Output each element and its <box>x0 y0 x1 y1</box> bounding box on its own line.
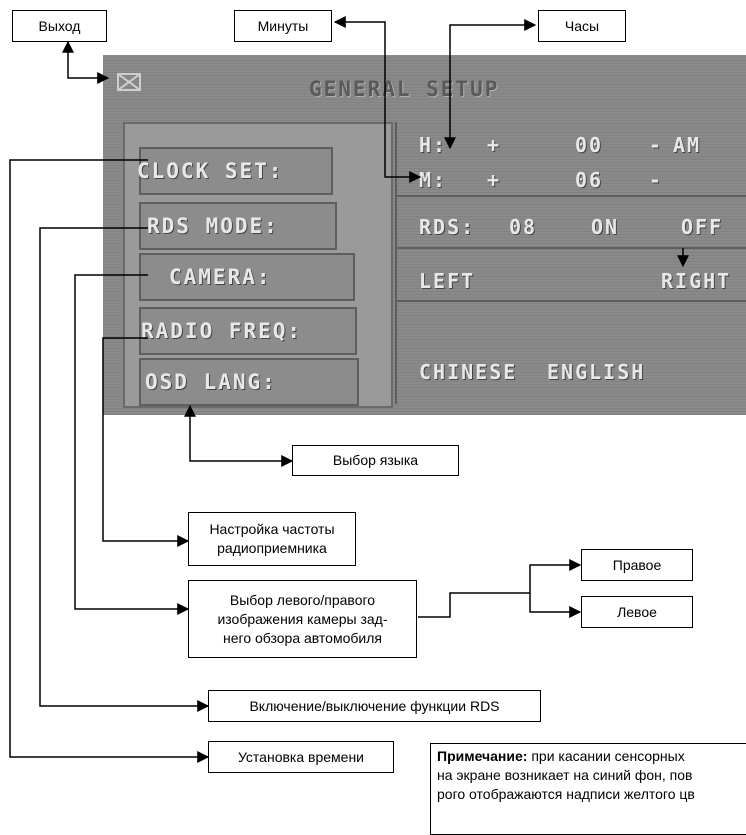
rds-off-button[interactable]: OFF <box>681 215 724 239</box>
rds-on-button[interactable]: ON <box>591 215 620 239</box>
clock-set-button[interactable]: CLOCK SET: <box>137 147 333 195</box>
note-label: Примечание: <box>437 748 528 764</box>
note-box: Примечание: при касании сенсорных на экр… <box>430 743 746 835</box>
callout-right: Правое <box>581 549 693 581</box>
close-icon[interactable] <box>117 73 141 91</box>
lang-english-button[interactable]: ENGLISH <box>547 360 646 384</box>
callout-radio-freq: Настройка частоты радиоприемника <box>188 512 356 566</box>
hour-label: H: <box>419 133 448 157</box>
minute-value: 06 <box>575 168 604 192</box>
camera-button[interactable]: CAMERA: <box>139 253 355 301</box>
divider <box>395 247 746 249</box>
minute-minus-button[interactable]: - <box>649 168 664 192</box>
camera-left-button[interactable]: LEFT <box>419 269 476 293</box>
camera-label: CAMERA: <box>169 265 272 289</box>
rds-mode-label: RDS MODE: <box>147 214 279 238</box>
divider <box>395 195 746 197</box>
note-line2: на экране возникает на синий фон, пов <box>437 767 693 783</box>
clock-set-label: CLOCK SET: <box>137 159 284 183</box>
callout-hours: Часы <box>538 10 626 42</box>
note-line1: при касании сенсорных <box>527 748 685 764</box>
radio-freq-label: RADIO FREQ: <box>141 319 303 343</box>
callout-time: Установка времени <box>208 741 394 773</box>
osd-lang-button[interactable]: OSD LANG: <box>139 358 359 406</box>
callout-camera: Выбор левого/правого изображения камеры … <box>188 580 417 658</box>
minute-plus-button[interactable]: + <box>487 168 502 192</box>
am-pm-toggle[interactable]: AM <box>673 133 702 157</box>
radio-freq-button[interactable]: RADIO FREQ: <box>139 307 357 355</box>
minute-label: M: <box>419 168 448 192</box>
settings-panel <box>395 122 746 404</box>
rds-mode-button[interactable]: RDS MODE: <box>139 202 337 250</box>
divider <box>395 300 746 302</box>
camera-right-button[interactable]: RIGHT <box>661 269 732 293</box>
hour-value: 00 <box>575 133 604 157</box>
callout-exit: Выход <box>12 10 107 42</box>
callout-minutes: Минуты <box>234 10 332 42</box>
hour-minus-button[interactable]: - <box>649 133 664 157</box>
osd-screen: GENERAL SETUP CLOCK SET: RDS MODE: CAMER… <box>103 55 746 415</box>
rds-label: RDS: <box>419 215 476 239</box>
note-line3: рого отображаются надписи желтого цв <box>437 786 695 802</box>
callout-language: Выбор языка <box>292 445 459 476</box>
callout-rds: Включение/выключение функции RDS <box>208 690 541 722</box>
osd-lang-label: OSD LANG: <box>145 370 277 394</box>
rds-value: 08 <box>509 215 538 239</box>
lang-chinese-button[interactable]: CHINESE <box>419 360 518 384</box>
callout-left: Левое <box>581 596 693 628</box>
